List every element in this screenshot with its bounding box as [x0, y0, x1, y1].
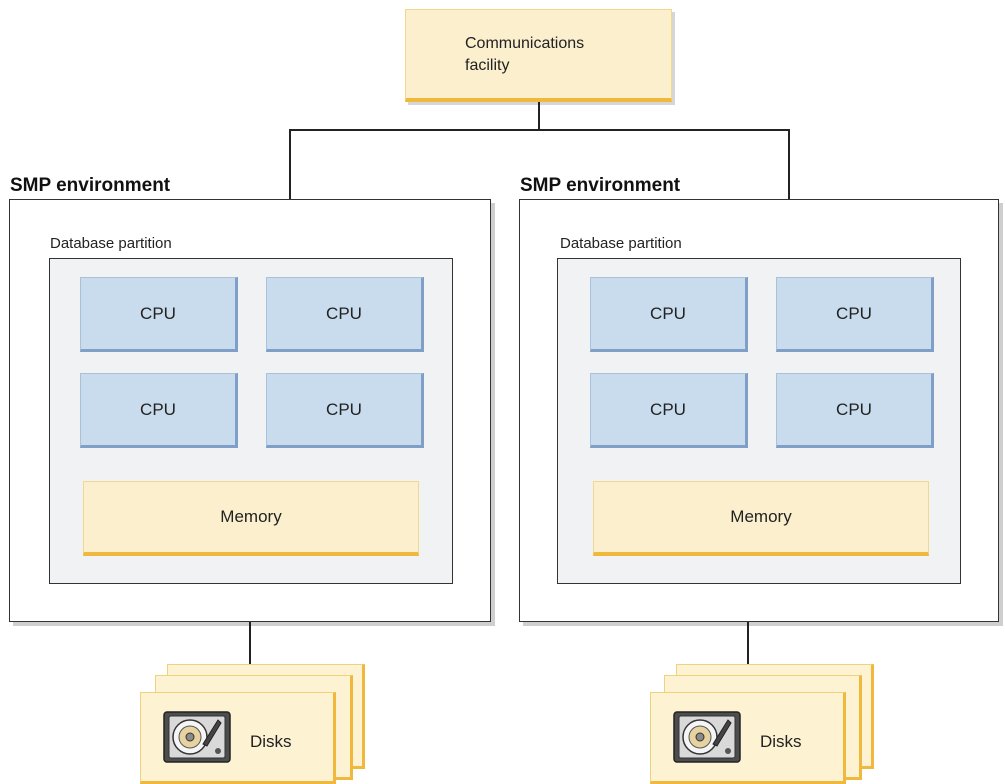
hard-disk-icon — [673, 711, 741, 763]
cpu-box: CPU — [80, 373, 238, 448]
connector-horizontal — [289, 129, 790, 131]
memory-box: Memory — [593, 481, 929, 556]
connector-left-down — [289, 129, 291, 200]
connector-right-down — [788, 129, 790, 200]
cpu-box: CPU — [776, 277, 934, 352]
communications-facility-box — [405, 9, 672, 102]
connector-env-to-disks — [249, 622, 251, 692]
smp-environment-title: SMP environment — [520, 175, 681, 196]
cpu-box: CPU — [266, 277, 424, 352]
cpu-box: CPU — [590, 373, 748, 448]
communications-facility-label: Communications facility — [465, 35, 585, 74]
cpu-box: CPU — [776, 373, 934, 448]
connector-env-to-disks — [747, 622, 749, 692]
memory-box: Memory — [83, 481, 419, 556]
disks-label: Disks — [760, 732, 802, 751]
cpu-box: CPU — [80, 277, 238, 352]
disks-label: Disks — [250, 732, 292, 751]
cpu-box: CPU — [590, 277, 748, 352]
database-partition-label: Database partition — [560, 235, 682, 252]
connector-comm-down — [538, 102, 540, 130]
smp-environment-title: SMP environment — [10, 175, 171, 196]
cpu-box: CPU — [266, 373, 424, 448]
database-partition-label: Database partition — [50, 235, 172, 252]
hard-disk-icon — [163, 711, 231, 763]
